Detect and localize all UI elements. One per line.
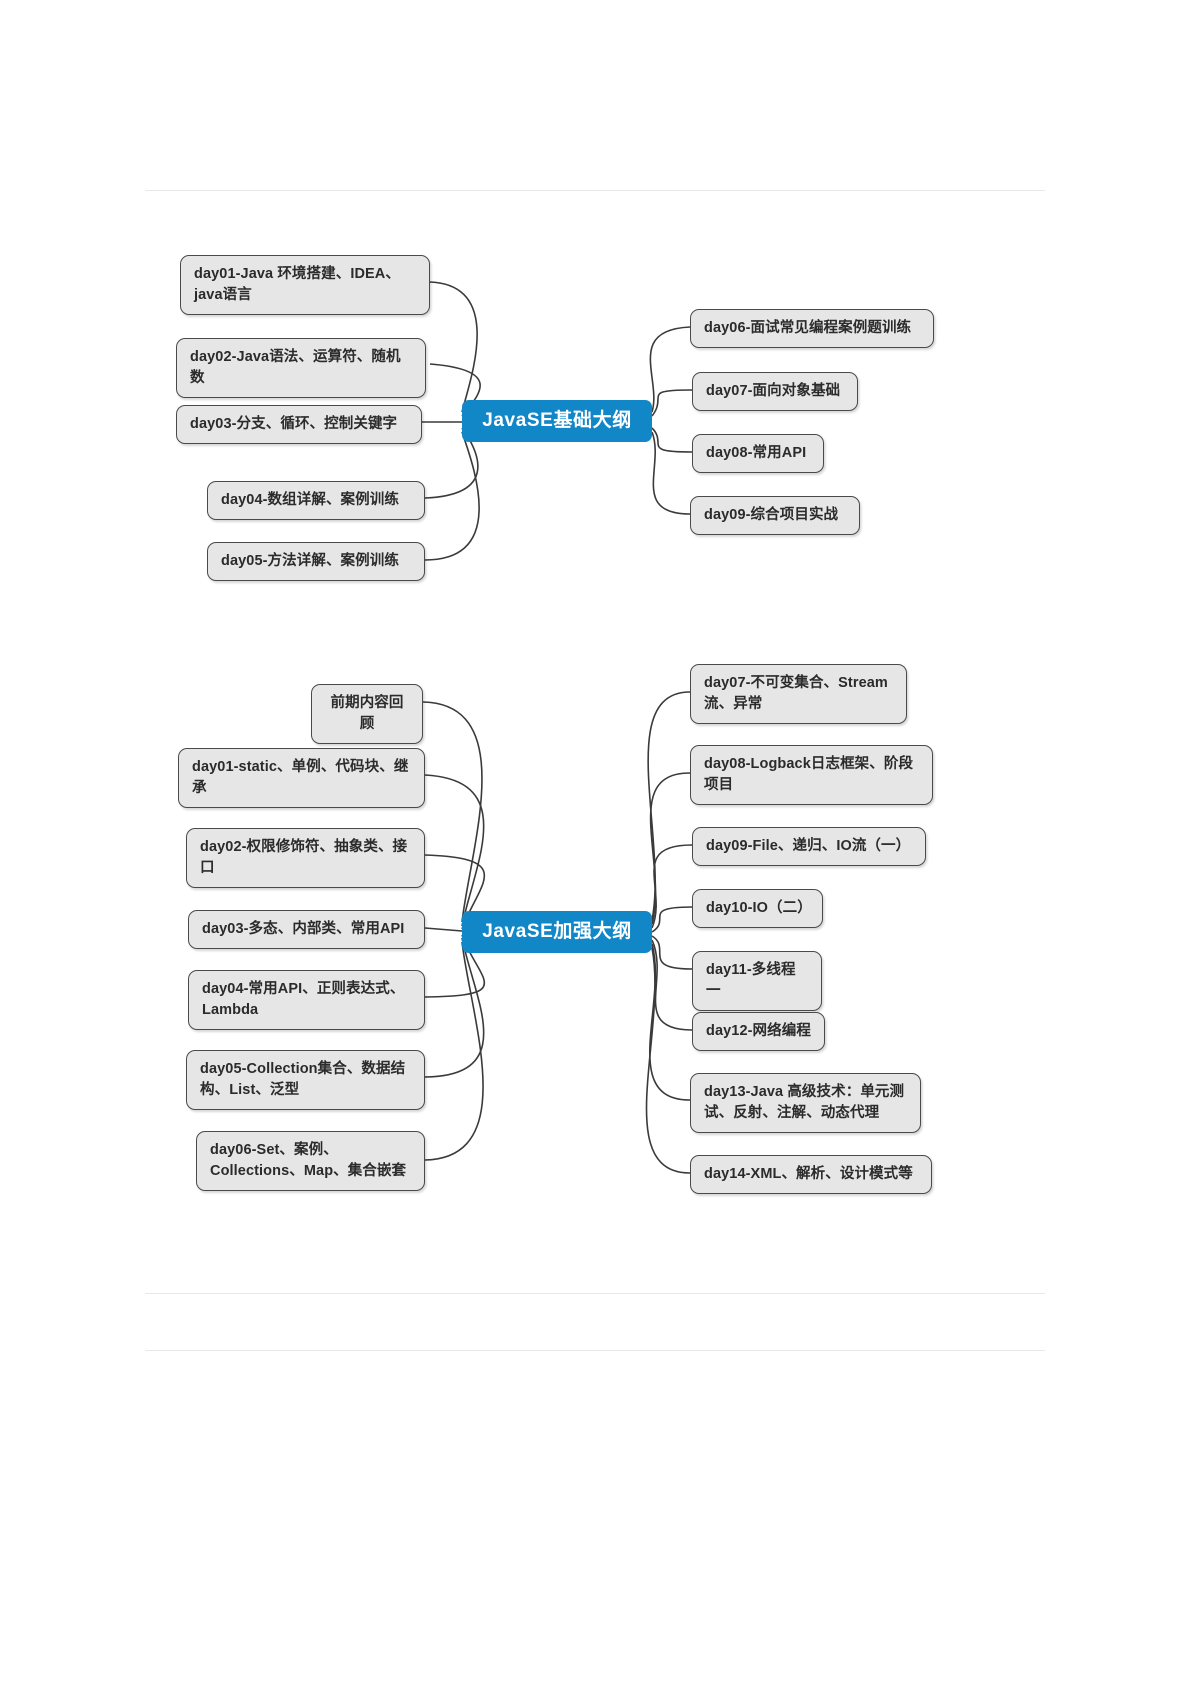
node-advanced-right-7[interactable]: day13-Java 高级技术：单元测试、反射、注解、动态代理	[690, 1073, 921, 1134]
node-label: day04-常用API、正则表达式、Lambda	[202, 981, 405, 1019]
node-basic-left-2[interactable]: day02-Java语法、运算符、随机数	[176, 338, 426, 399]
node-label: day06-面试常见编程案例题训练	[704, 320, 912, 336]
node-label: day08-Logback日志框架、阶段项目	[704, 756, 914, 794]
top-divider-rule	[145, 190, 1045, 191]
node-label: day12-网络编程	[706, 1023, 811, 1039]
node-label: day05-Collection集合、数据结构、List、泛型	[200, 1061, 406, 1099]
node-label: day02-权限修饰符、抽象类、接口	[200, 839, 408, 877]
node-advanced-right-1[interactable]: day07-不可变集合、Stream流、异常	[690, 664, 907, 725]
center-label: JavaSE基础大纲	[482, 410, 632, 432]
node-basic-left-5[interactable]: day05-方法详解、案例训练	[207, 542, 425, 582]
mindmap-javase-basic: day01-Java 环境搭建、IDEA、java语言 day02-Java语法…	[0, 230, 1191, 610]
node-advanced-right-6[interactable]: day12-网络编程	[692, 1012, 825, 1052]
node-advanced-left-2[interactable]: day01-static、单例、代码块、继承	[178, 748, 425, 809]
bottom-divider-rule-1	[145, 1293, 1045, 1294]
node-label: day08-常用API	[706, 445, 807, 461]
node-advanced-left-7[interactable]: day06-Set、案例、Collections、Map、集合嵌套	[196, 1131, 425, 1192]
node-basic-left-4[interactable]: day04-数组详解、案例训练	[207, 481, 425, 521]
node-label: 前期内容回顾	[330, 695, 404, 733]
node-advanced-center[interactable]: JavaSE加强大纲	[462, 911, 652, 953]
node-label: day01-Java 环境搭建、IDEA、java语言	[194, 266, 400, 304]
node-advanced-left-6[interactable]: day05-Collection集合、数据结构、List、泛型	[186, 1050, 425, 1111]
center-label: JavaSE加强大纲	[482, 921, 632, 943]
node-advanced-left-4[interactable]: day03-多态、内部类、常用API	[188, 910, 425, 950]
node-label: day11-多线程一	[706, 962, 796, 1000]
node-label: day13-Java 高级技术：单元测试、反射、注解、动态代理	[704, 1084, 905, 1122]
node-label: day10-IO（二）	[706, 900, 812, 916]
node-basic-left-1[interactable]: day01-Java 环境搭建、IDEA、java语言	[180, 255, 430, 316]
node-label: day09-综合项目实战	[704, 507, 839, 523]
node-advanced-right-5[interactable]: day11-多线程一	[692, 951, 822, 1012]
node-advanced-right-8[interactable]: day14-XML、解析、设计模式等	[690, 1155, 932, 1195]
node-basic-right-1[interactable]: day06-面试常见编程案例题训练	[690, 309, 934, 349]
node-label: day07-不可变集合、Stream流、异常	[704, 675, 888, 713]
node-basic-right-4[interactable]: day09-综合项目实战	[690, 496, 860, 536]
node-label: day04-数组详解、案例训练	[221, 492, 399, 508]
node-label: day07-面向对象基础	[706, 383, 841, 399]
node-advanced-right-2[interactable]: day08-Logback日志框架、阶段项目	[690, 745, 933, 806]
node-label: day14-XML、解析、设计模式等	[704, 1166, 913, 1182]
node-label: day03-多态、内部类、常用API	[202, 921, 405, 937]
node-advanced-right-3[interactable]: day09-File、递归、IO流（一）	[692, 827, 926, 867]
node-advanced-left-3[interactable]: day02-权限修饰符、抽象类、接口	[186, 828, 425, 889]
node-basic-center[interactable]: JavaSE基础大纲	[462, 400, 652, 442]
node-label: day01-static、单例、代码块、继承	[192, 759, 409, 797]
mindmap-javase-advanced: 前期内容回顾 day01-static、单例、代码块、继承 day02-权限修饰…	[0, 640, 1191, 1220]
node-advanced-left-1[interactable]: 前期内容回顾	[311, 684, 423, 745]
node-basic-right-3[interactable]: day08-常用API	[692, 434, 824, 474]
node-label: day02-Java语法、运算符、随机数	[190, 349, 401, 387]
node-label: day03-分支、循环、控制关键字	[190, 416, 398, 432]
node-advanced-left-5[interactable]: day04-常用API、正则表达式、Lambda	[188, 970, 425, 1031]
node-basic-left-3[interactable]: day03-分支、循环、控制关键字	[176, 405, 422, 445]
node-label: day09-File、递归、IO流（一）	[706, 838, 911, 854]
bottom-divider-rule-2	[145, 1350, 1045, 1351]
node-label: day05-方法详解、案例训练	[221, 553, 399, 569]
node-label: day06-Set、案例、Collections、Map、集合嵌套	[210, 1142, 407, 1180]
node-advanced-right-4[interactable]: day10-IO（二）	[692, 889, 823, 929]
node-basic-right-2[interactable]: day07-面向对象基础	[692, 372, 858, 412]
